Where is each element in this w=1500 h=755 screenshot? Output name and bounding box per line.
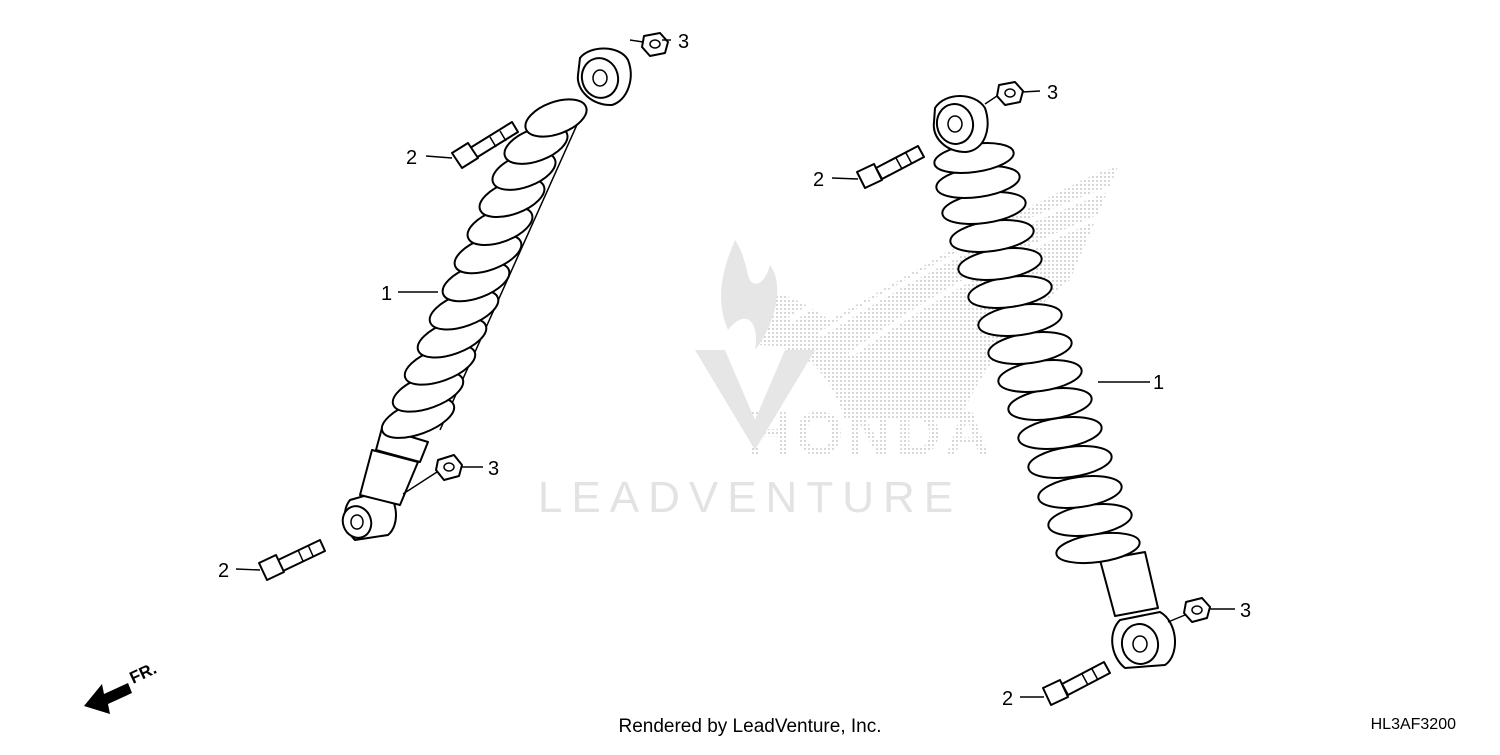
front-arrow-icon bbox=[84, 683, 132, 714]
right-shock-absorber bbox=[932, 95, 1177, 669]
right-spring bbox=[933, 142, 1141, 565]
callout-bolt-right-lower: 2 bbox=[1002, 688, 1013, 710]
callout-nut-left-lower: 3 bbox=[488, 458, 499, 480]
left-spring bbox=[380, 98, 588, 439]
leadventure-watermark-text: LEADVENTURE bbox=[538, 473, 962, 522]
callout-nut-left-upper: 3 bbox=[678, 31, 689, 53]
right-lower-bolt bbox=[1042, 661, 1111, 706]
right-shock-assembly bbox=[856, 81, 1211, 706]
right-upper-nut bbox=[996, 81, 1024, 106]
left-upper-nut bbox=[641, 32, 669, 57]
callout-nut-right-upper: 3 bbox=[1047, 82, 1058, 104]
right-lower-nut bbox=[1183, 597, 1211, 623]
diagram-code: HL3AF3200 bbox=[1370, 716, 1456, 733]
leadventure-mark bbox=[695, 240, 815, 450]
left-shock-assembly bbox=[258, 32, 669, 581]
right-upper-bolt bbox=[856, 145, 925, 189]
left-shock-absorber bbox=[341, 47, 632, 541]
callout-bolt-left-upper: 2 bbox=[406, 147, 417, 169]
honda-watermark-text: HONDA bbox=[746, 400, 993, 469]
callout-shock-left: 1 bbox=[381, 283, 392, 305]
leader-lines bbox=[235, 39, 1235, 698]
callout-bolt-right-upper: 2 bbox=[813, 169, 824, 191]
left-lower-nut bbox=[435, 454, 463, 481]
render-credit: Rendered by LeadVenture, Inc. bbox=[618, 716, 882, 737]
callout-nut-right-lower: 3 bbox=[1240, 600, 1251, 622]
left-lower-bolt bbox=[258, 539, 326, 581]
front-direction-label: FR. bbox=[127, 659, 160, 688]
callout-bolt-left-lower: 2 bbox=[218, 560, 229, 582]
callouts: 3 2 1 3 2 3 2 1 3 2 bbox=[218, 31, 1251, 710]
left-upper-bolt bbox=[451, 121, 519, 169]
front-direction-indicator: FR. bbox=[84, 659, 160, 714]
callout-shock-right: 1 bbox=[1153, 372, 1164, 394]
